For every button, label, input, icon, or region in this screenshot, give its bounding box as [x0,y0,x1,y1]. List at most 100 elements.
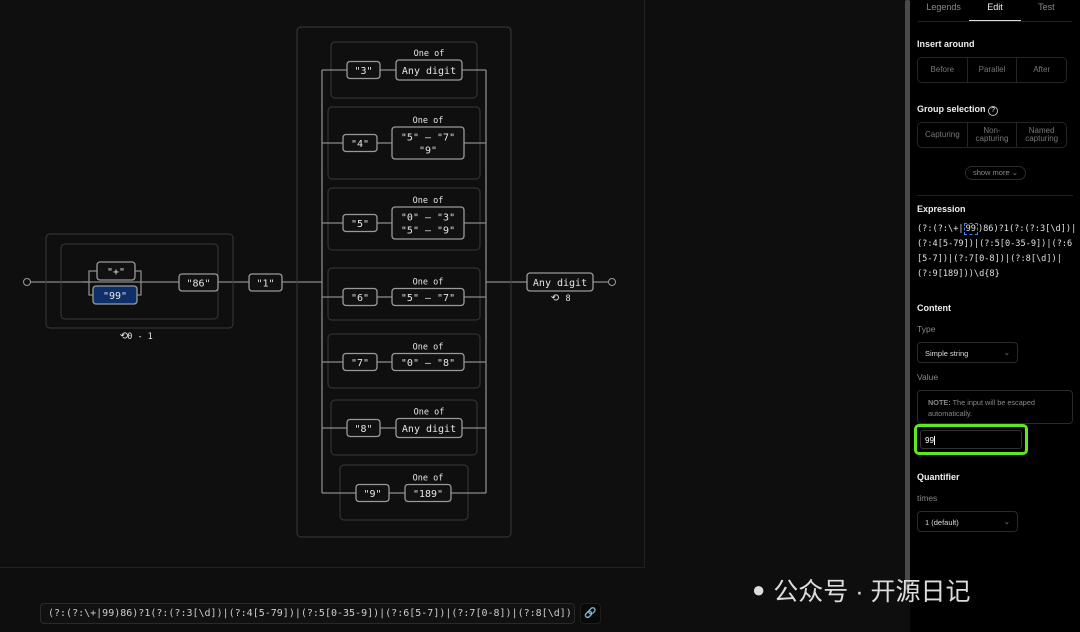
node-label: "189" [413,489,443,500]
chevron-down-icon: ⌄ [1003,517,1010,526]
insert-after-button[interactable]: After [1033,65,1051,74]
one-of-label: One of [414,49,445,59]
regex-input[interactable]: (?:(?:\+|99)86)?1(?:(?:3[\d])|(?:4[5-79]… [40,603,575,624]
type-select[interactable]: Simple string⌄ [917,342,1018,363]
node-99-selected[interactable]: "99" [92,285,138,305]
alternation-box [296,26,512,538]
type-label: Type [917,324,936,334]
value-label: Value [917,372,939,382]
scrollbar[interactable] [905,0,910,590]
node-label: "0" – "3" [401,213,455,224]
group-selection-label: Group selection [917,104,986,114]
show-more-label: show more [972,168,1010,177]
branch-prefix-node[interactable]: "7" [342,352,378,372]
connector-line [137,282,142,296]
node-label: "6" [351,293,369,304]
node-plus[interactable]: "+" [96,261,136,281]
link-icon: 🔗 [584,608,597,619]
quantifier-heading: Quantifier [917,472,960,482]
tab-legends[interactable]: Legends [926,2,961,12]
branch-box [327,267,481,321]
expression-post: )86)?1(?:(?:3[\d])|(?:4[5-79])|(?:5[0-35… [917,224,1077,279]
expression-text[interactable]: (?:(?:\+|99)86)?1(?:(?:3[\d])|(?:4[5-79]… [917,222,1077,282]
branch-box [327,187,481,251]
node-label: "5" – "7" [401,293,455,304]
one-of-node[interactable]: "0" – "8" [391,352,465,372]
non-capturing-button[interactable]: Non-capturing [968,123,1018,147]
one-of-node[interactable]: Any digit [395,59,463,81]
one-of-node[interactable]: Any digit [395,417,463,439]
node-label: Any digit [402,424,456,435]
node-label: "1" [256,279,274,290]
insert-parallel-button[interactable]: Parallel [968,58,1018,82]
branch-prefix-node[interactable]: "5" [342,213,378,233]
watermark-text: 公众号 · 开源日记 [773,578,971,606]
node-label: Any digit [402,66,456,77]
node-label: "4" [351,139,369,150]
expression-pre: (?:(?:\+| [917,224,964,234]
copy-link-button[interactable]: 🔗 [580,603,601,624]
connector-line [83,270,97,283]
type-value: Simple string [925,349,969,358]
note-bold: NOTE: [928,398,951,407]
repeat-icon: ⟲ [551,293,560,304]
branch-box [327,333,481,389]
connector-line [88,282,93,296]
one-of-node[interactable]: "5" – "7" [391,287,465,307]
node-label: "3" [354,66,372,77]
node-label: "5" – "9" [401,226,455,237]
node-label: "9" [419,146,437,157]
wechat-icon: ● [752,577,766,602]
node-label: Any digit [533,278,587,289]
node-label: "8" [354,424,372,435]
one-of-node[interactable]: "0" – "3" "5" – "9" [391,206,465,240]
value-input[interactable]: 99 [914,424,1028,455]
node-label: "99" [103,291,127,302]
group-selection-heading: Group selection ? [917,104,999,116]
insert-around-heading: Insert around [917,39,975,49]
named-capturing-button[interactable]: Named capturing [1025,126,1059,143]
expression-highlight[interactable]: 99 [963,223,978,235]
times-value: 1 (default) [925,518,959,527]
one-of-label: One of [413,343,444,353]
insert-before-button[interactable]: Before [918,58,968,82]
one-of-node[interactable]: "189" [404,483,452,503]
tab-edit[interactable]: Edit [969,0,1021,21]
escape-note: NOTE: The input will be escaped automati… [917,390,1073,424]
connector-line [135,270,142,282]
one-of-label: One of [414,408,445,418]
node-label: "5" [351,219,369,230]
end-any-digit-node[interactable]: Any digit [526,272,594,292]
show-more-button[interactable]: show more ⌄ [965,166,1026,180]
node-label: "86" [186,279,210,290]
one-of-label: One of [413,196,444,206]
quantifier-8: 8 [565,294,570,304]
node-label: "7" [351,358,369,369]
branch-prefix-node[interactable]: "8" [346,418,381,438]
start-point [23,278,31,286]
note-text: The input will be escaped automatically. [928,398,1035,418]
watermark: ● 公众号 · 开源日记 [752,572,971,608]
branch-prefix-node[interactable]: "3" [346,60,381,80]
branch-prefix-node[interactable]: "9" [355,483,390,503]
times-select[interactable]: 1 (default) ⌄ [917,511,1018,532]
capturing-button[interactable]: Capturing [918,123,968,147]
divider [917,195,1073,196]
node-1[interactable]: "1" [248,273,283,292]
help-icon[interactable]: ? [988,106,999,116]
optional-group-box [45,233,234,329]
node-label: "9" [363,489,381,500]
expression-heading: Expression [917,204,966,214]
one-of-label: One of [413,116,444,126]
times-label: times [917,493,938,503]
node-label: "5" – "7" [401,133,455,144]
value-text: 99 [925,436,934,445]
branch-prefix-node[interactable]: "4" [342,133,378,153]
tab-test[interactable]: Test [1038,2,1055,12]
content-heading: Content [917,303,951,313]
node-86[interactable]: "86" [178,273,219,292]
branch-prefix-node[interactable]: "6" [342,287,378,307]
one-of-node[interactable]: "5" – "7" "9" [391,126,465,160]
